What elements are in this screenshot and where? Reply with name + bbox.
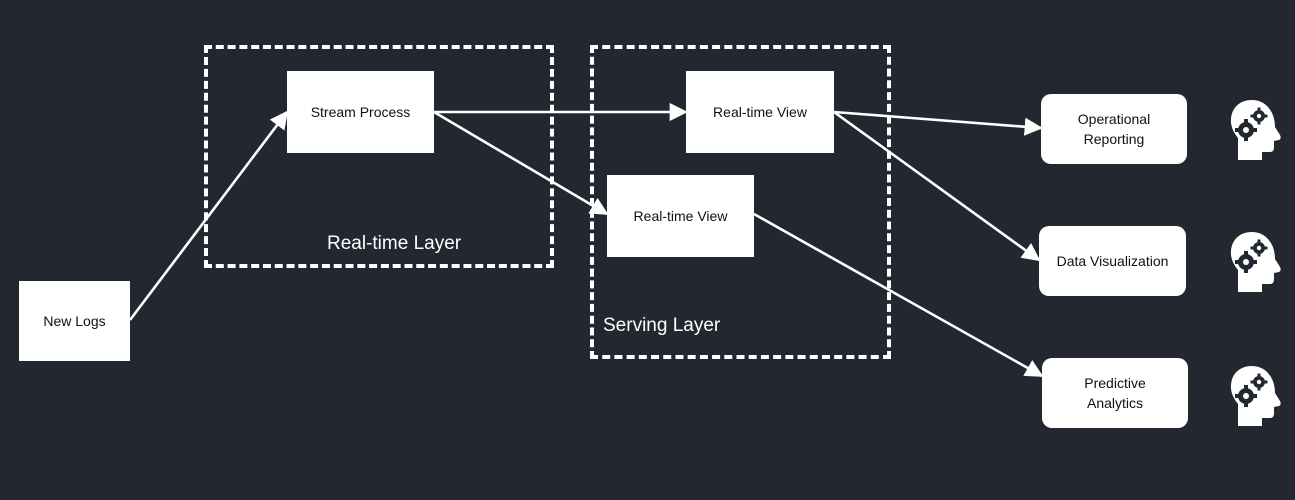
new-logs-label: New Logs: [43, 313, 106, 329]
stream-process-node: Stream Process: [287, 71, 434, 153]
predictive-analytics-node: Predictive Analytics: [1042, 358, 1188, 428]
arrow-logs-to-stream: [128, 110, 289, 321]
operational-reporting-node: Operational Reporting: [1041, 94, 1187, 164]
realtime-layer-frame: [204, 45, 554, 268]
data-visualization-label: Data Visualization: [1056, 253, 1169, 269]
realtime-view-top-node: Real-time View: [686, 71, 834, 153]
serving-layer-label: Serving Layer: [603, 315, 721, 336]
predictive-analytics-label: Predictive Analytics: [1084, 375, 1146, 411]
arrow-view-bottom-to-predictive: [753, 212, 1044, 378]
head-gears-icon: [1230, 100, 1281, 160]
arrow-stream-to-view-bottom: [433, 110, 609, 216]
realtime-layer-label: Real-time Layer: [327, 233, 462, 254]
stream-process-label: Stream Process: [310, 104, 411, 120]
realtime-view-bottom-node: Real-time View: [607, 175, 754, 257]
new-logs-node: New Logs: [19, 281, 130, 361]
operational-reporting-label: Operational Reporting: [1077, 111, 1151, 147]
realtime-view-top-label: Real-time View: [713, 104, 807, 120]
arrow-view-top-to-visualization: [833, 110, 1041, 262]
data-visualization-node: Data Visualization: [1039, 226, 1186, 296]
arrow-view-top-to-reporting: [833, 110, 1043, 136]
realtime-view-bottom-label: Real-time View: [633, 208, 728, 224]
head-gears-icon: [1230, 232, 1281, 292]
head-gears-icon: [1230, 366, 1281, 426]
